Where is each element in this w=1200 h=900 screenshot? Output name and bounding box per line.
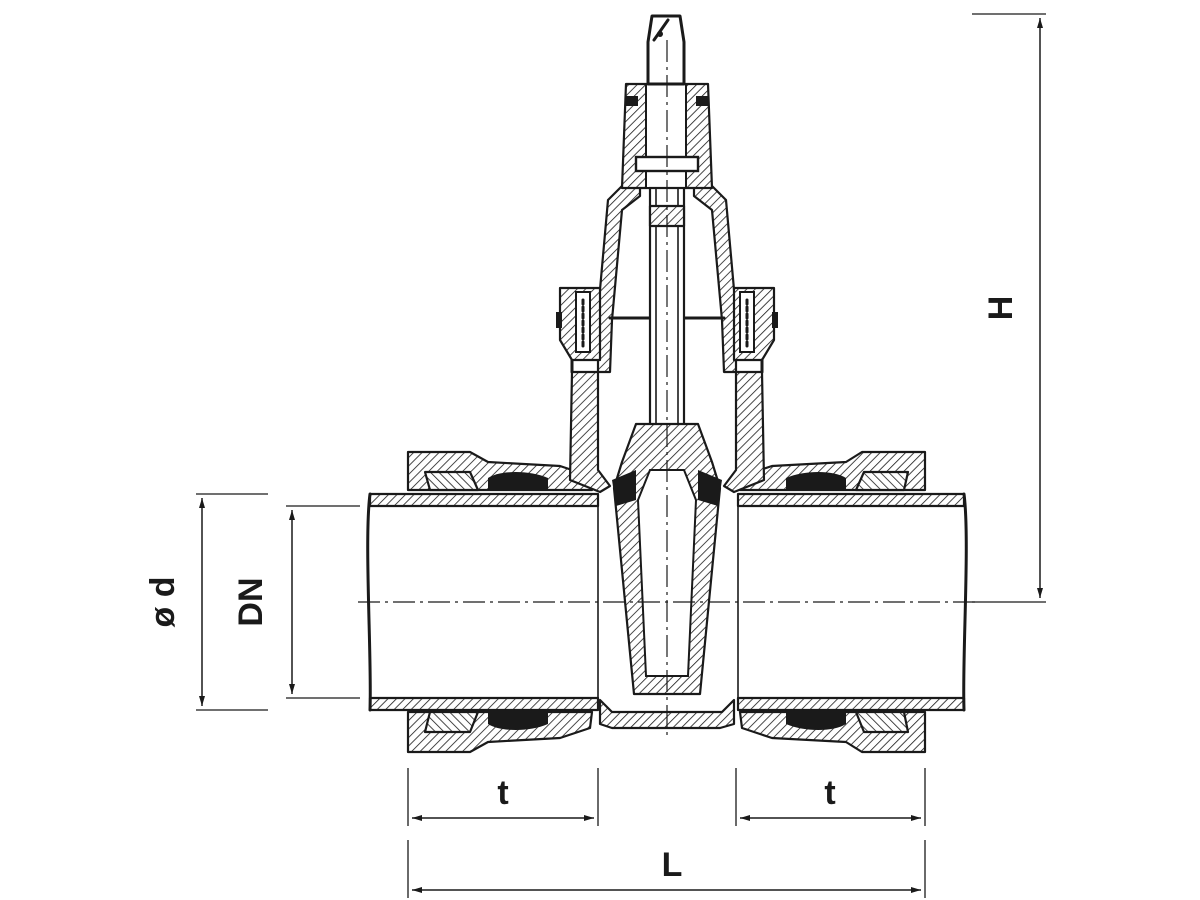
- bolt-left: [556, 286, 602, 362]
- dimension-t-right: t: [735, 768, 926, 826]
- pipe-left: [366, 492, 600, 712]
- stem: [646, 14, 686, 470]
- label-t-left: t: [497, 774, 508, 812]
- dimension-t-left: t: [407, 768, 599, 826]
- dimension-DN: DN: [232, 505, 360, 699]
- dimension-L: L: [407, 840, 926, 898]
- label-t-right: t: [824, 774, 835, 812]
- pipe-right: [736, 492, 968, 712]
- dimension-H: H: [972, 13, 1046, 603]
- label-od: ø d: [144, 577, 182, 628]
- label-H: H: [982, 296, 1020, 321]
- bolt-right: [732, 286, 778, 362]
- label-L: L: [662, 846, 683, 884]
- bonnet: [556, 184, 778, 374]
- dimension-outer-diameter: ø d: [144, 493, 268, 711]
- center-lines: [358, 40, 976, 740]
- label-DN: DN: [232, 577, 270, 626]
